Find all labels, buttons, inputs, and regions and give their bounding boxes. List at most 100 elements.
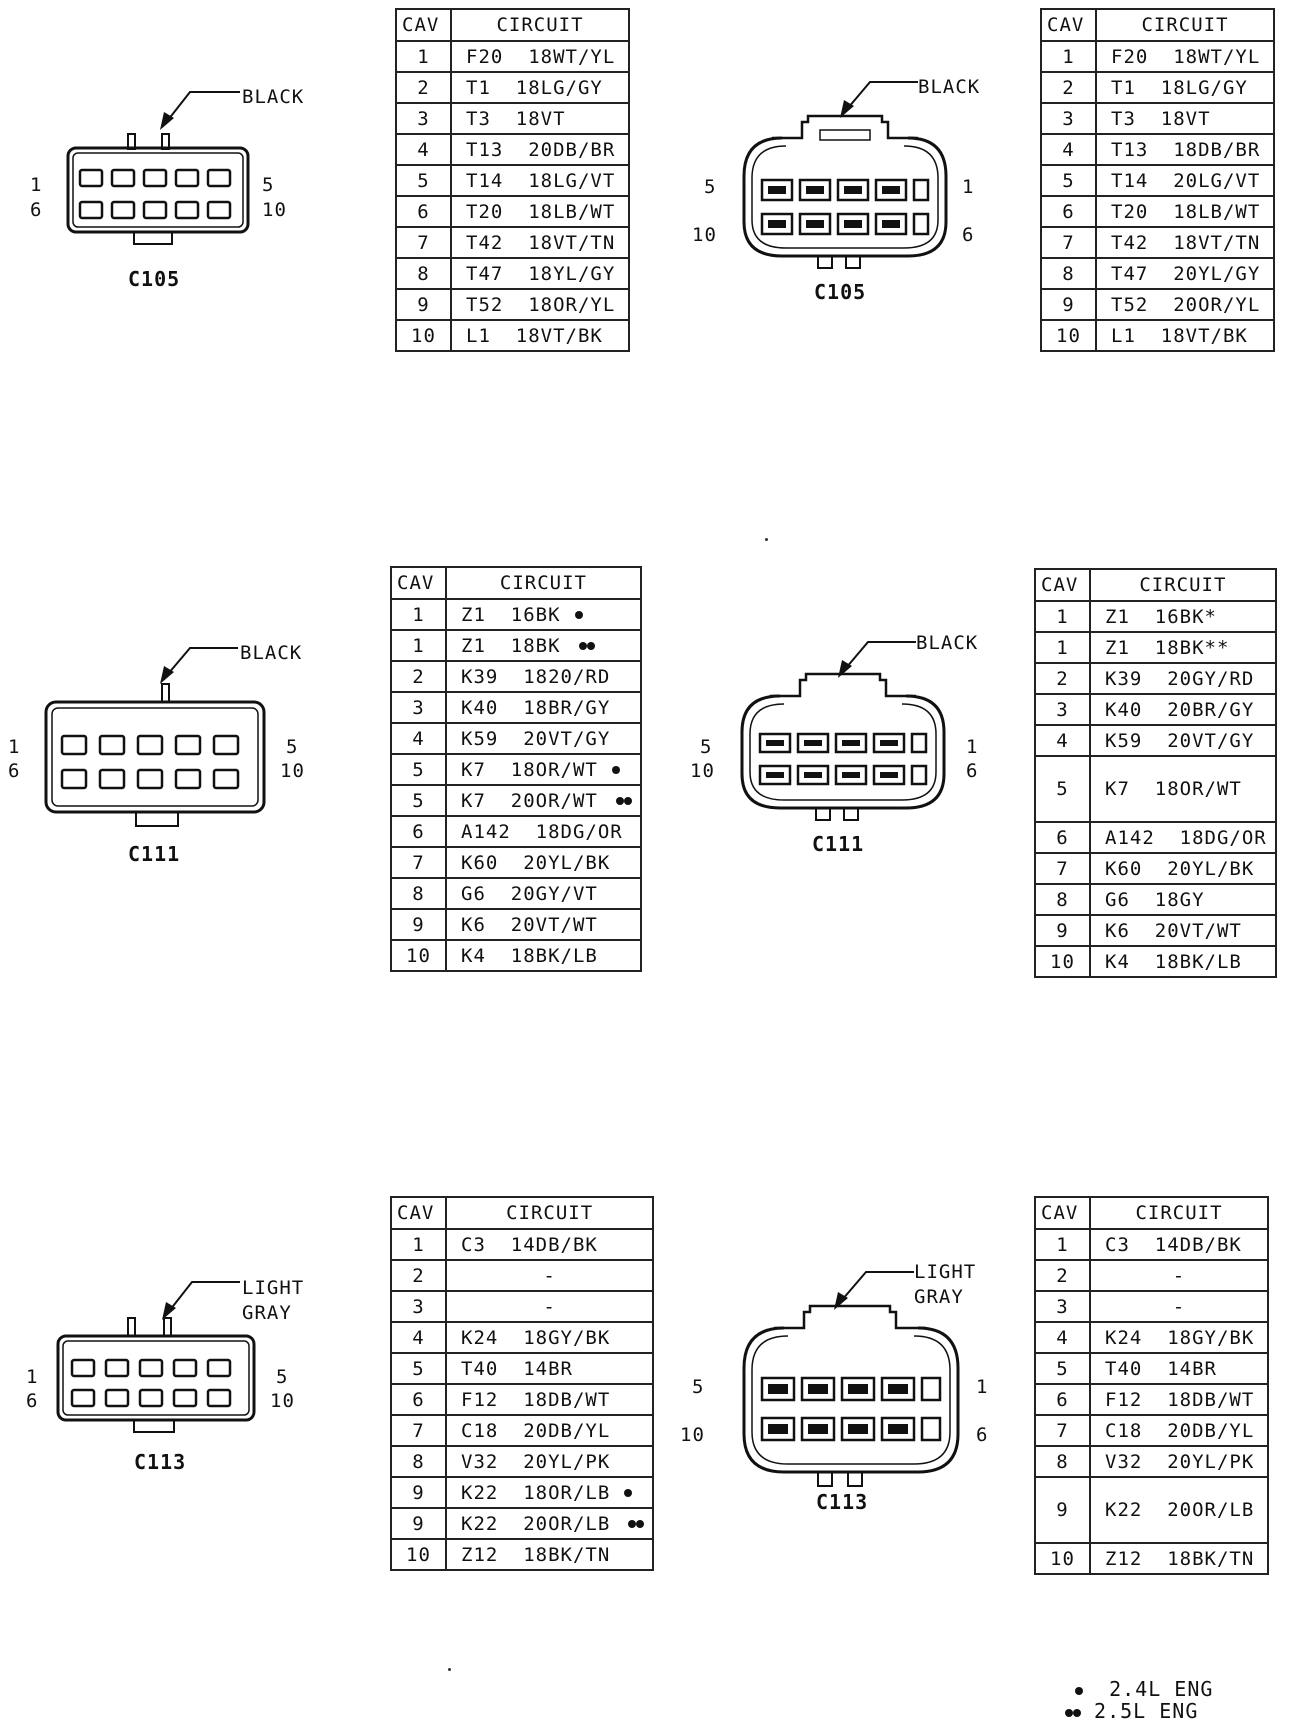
circuit-code: F20 18WT/YL xyxy=(1111,45,1261,68)
pin-label: 10 xyxy=(270,1390,295,1412)
cav-number: 1 xyxy=(390,629,447,662)
cav-number: 7 xyxy=(1034,1414,1091,1447)
legend-text: 2.5L ENG xyxy=(1094,1699,1199,1723)
circuit-cell: K59 20VT/GY xyxy=(445,722,642,755)
dot-icon xyxy=(578,642,587,650)
circuit-cell: K4 18BK/LB xyxy=(1089,945,1277,978)
cav-number: 5 xyxy=(1034,755,1091,823)
circuit-code: K60 20YL/BK xyxy=(461,851,611,874)
circuit-cell: T20 18LB/WT xyxy=(450,195,630,228)
dot-icon xyxy=(1073,1708,1081,1717)
circuit-cell: C3 14DB/BK xyxy=(444,1228,655,1261)
cav-number: 3 xyxy=(390,691,447,724)
connector-name: C111 xyxy=(128,842,181,866)
circuit-header: CIRCUIT xyxy=(450,8,630,42)
cav-number: 2 xyxy=(390,1259,447,1292)
connector-c111-right-drawing xyxy=(740,641,946,821)
dot-icon xyxy=(623,797,632,805)
pin-label: 6 xyxy=(26,1390,39,1412)
cav-number: 9 xyxy=(390,1476,447,1509)
circuit-code: V32 20YL/PK xyxy=(1105,1450,1255,1473)
circuit-code: - xyxy=(543,1295,556,1318)
circuit-cell: K22 20OR/LB xyxy=(1089,1476,1269,1544)
circuit-code: Z1 18BK xyxy=(461,634,561,657)
cav-number: 5 xyxy=(390,753,447,786)
table-row: 9 K22 18OR/LB xyxy=(390,1476,655,1509)
circuit-cell: - xyxy=(1089,1259,1269,1292)
circuit-code: T1 18LG/GY xyxy=(466,76,603,99)
pin-label: 6 xyxy=(976,1424,989,1446)
single-dot-icon xyxy=(1075,1686,1083,1695)
circuit-code: K22 18OR/LB xyxy=(461,1481,611,1504)
circuit-cell: Z1 16BK xyxy=(445,598,642,631)
circuit-code: F20 18WT/YL xyxy=(466,45,616,68)
circuit-code: T14 20LG/VT xyxy=(1111,169,1261,192)
circuit-cell: K60 20YL/BK xyxy=(1089,852,1277,885)
circuit-code: C3 14DB/BK xyxy=(1105,1233,1242,1256)
cav-number: 8 xyxy=(1034,883,1091,916)
circuit-cell: Z1 18BK xyxy=(445,629,642,662)
single-dot-marker-icon xyxy=(624,1482,633,1504)
circuit-cell: K7 20OR/WT xyxy=(445,784,642,817)
color-label: BLACK xyxy=(916,632,979,654)
connector-c105-right: BLACK 5 10 1 6 C105 xyxy=(690,0,1020,310)
circuit-code: A142 18DG/OR xyxy=(1105,826,1267,849)
circuit-code: G6 18GY xyxy=(1105,888,1205,911)
cav-number: 7 xyxy=(395,226,452,259)
circuit-code: T20 18LB/WT xyxy=(466,200,616,223)
connector-name: C105 xyxy=(814,280,867,304)
dot-icon xyxy=(574,611,583,619)
connector-c113-left: LIGHT GRAY 1 6 5 10 C113 xyxy=(0,1240,340,1490)
cav-number: 8 xyxy=(1034,1445,1091,1478)
circuit-cell: A142 18DG/OR xyxy=(1089,821,1277,854)
cav-header: CAV xyxy=(1034,568,1091,602)
pin-label: 5 xyxy=(286,736,299,758)
table-row: 2- xyxy=(1034,1259,1269,1292)
circuit-cell: T47 20YL/GY xyxy=(1095,257,1275,290)
color-label: BLACK xyxy=(918,76,981,98)
table-row: 3- xyxy=(1034,1290,1269,1323)
cav-number: 1 xyxy=(1040,40,1097,73)
circuit-code: T40 14BR xyxy=(461,1357,573,1380)
circuit-code: G6 20GY/VT xyxy=(461,882,598,905)
circuit-code: A142 18DG/OR xyxy=(461,820,623,843)
cav-number: 1 xyxy=(1034,600,1091,633)
cav-number: 2 xyxy=(1034,662,1091,695)
circuit-cell: G6 20GY/VT xyxy=(445,877,642,910)
circuit-cell: T1 18LG/GY xyxy=(450,71,630,104)
circuit-code: K6 20VT/WT xyxy=(461,913,598,936)
cav-number: 7 xyxy=(390,1414,447,1447)
cav-number: 1 xyxy=(395,40,452,73)
circuit-code: K22 20OR/LB xyxy=(1105,1499,1255,1521)
connector-c113-right: LIGHT GRAY 5 10 1 6 C113 xyxy=(680,1250,1020,1530)
circuit-cell: Z12 18BK/TN xyxy=(444,1538,655,1571)
circuit-code: K40 18BR/GY xyxy=(461,696,611,719)
cav-number: 9 xyxy=(390,1507,447,1540)
cav-number: 3 xyxy=(395,102,452,135)
pin-label: 1 xyxy=(962,176,975,198)
circuit-code: K7 20OR/WT xyxy=(461,789,598,812)
connector-name: C105 xyxy=(128,267,181,291)
circuit-cell: V32 20YL/PK xyxy=(1089,1445,1269,1478)
table-row: 1 F20 18WT/YL xyxy=(395,40,630,73)
cav-number: 8 xyxy=(395,257,452,290)
circuit-cell: K24 18GY/BK xyxy=(444,1321,655,1354)
